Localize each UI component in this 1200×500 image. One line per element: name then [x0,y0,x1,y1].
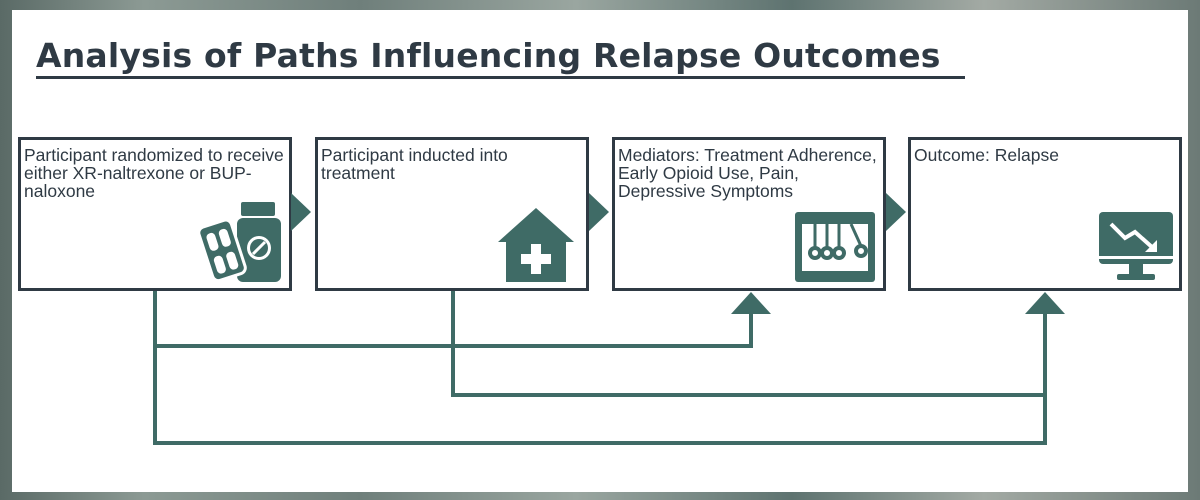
monitor-decline-icon [1097,210,1175,289]
step-box-randomization: Participant randomized to receive either… [18,137,292,291]
connector-box1-to-outcome [153,346,1047,445]
page-title: Analysis of Paths Influencing Relapse Ou… [36,36,941,75]
connector-box2-to-outcome [451,290,1047,397]
step-arrow-1 [291,193,311,231]
step-arrow-2 [589,193,609,231]
arrowhead-outcome [1025,292,1065,314]
step-label: Outcome: Relapse [914,145,1059,165]
newtons-cradle-icon [793,210,877,289]
step-label: Mediators: Treatment Adherence, Early Op… [618,145,877,201]
step-arrow-3 [886,193,906,231]
house-plus-icon [496,206,576,287]
step-box-outcome: Outcome: Relapse [908,137,1182,291]
step-label: Participant inducted into treatment [321,145,508,183]
step-box-induction: Participant inducted into treatment [315,137,589,291]
step-box-mediators: Mediators: Treatment Adherence, Early Op… [612,137,886,291]
step-label: Participant randomized to receive either… [24,145,284,201]
pill-bottle-icon [197,200,287,289]
title-underline [36,76,965,79]
arrowhead-mediators [731,292,771,314]
